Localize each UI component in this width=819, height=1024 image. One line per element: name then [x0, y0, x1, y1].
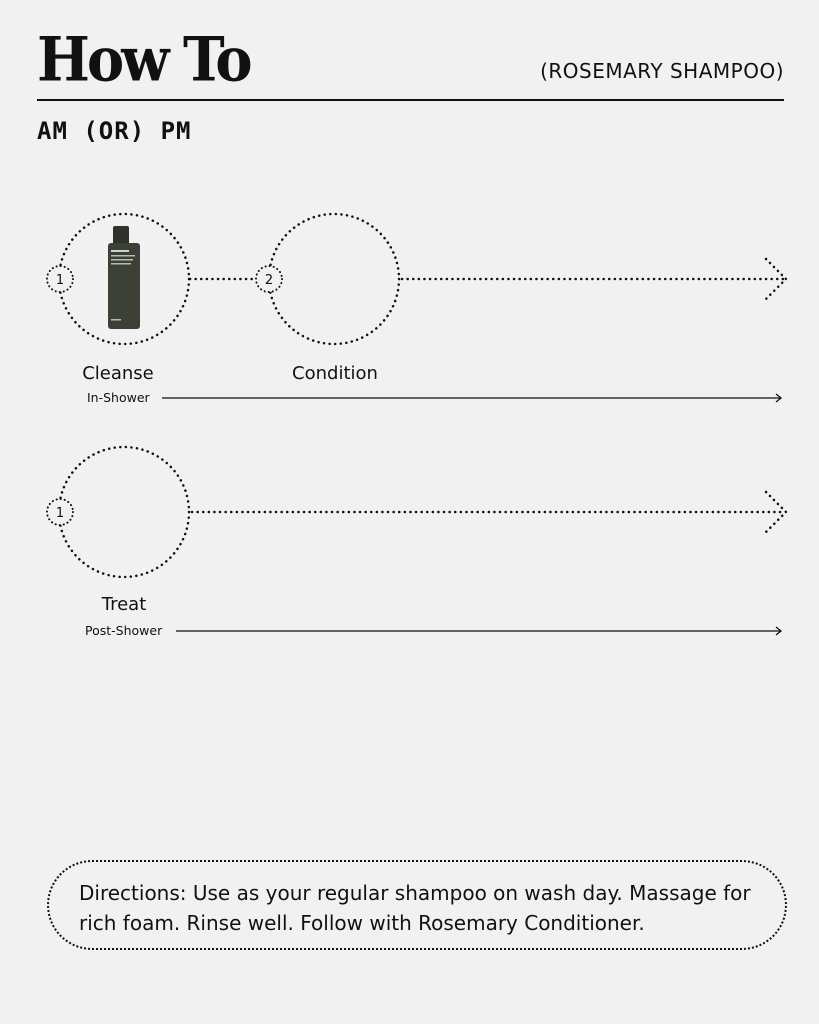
- shampoo-bottle-image: [108, 226, 140, 329]
- step-number-2: 2: [265, 273, 273, 288]
- arrowhead-icon: [764, 490, 788, 534]
- header-divider: [37, 99, 784, 101]
- arrow-right-icon: [775, 393, 783, 403]
- step-label-treat: Treat: [101, 594, 147, 615]
- arrow-right-icon: [775, 626, 783, 636]
- arrowhead-icon: [764, 257, 788, 301]
- context-label-post-shower: Post-Shower: [85, 623, 163, 638]
- step-label-cleanse: Cleanse: [82, 363, 154, 384]
- step-number-1: 1: [56, 506, 64, 521]
- directions-box: Directions: Use as your regular shampoo …: [47, 860, 787, 950]
- step-number-badge: 1: [46, 498, 74, 526]
- step-circle-treat: [57, 445, 191, 579]
- step-circle-condition: [267, 212, 401, 346]
- directions-text: Directions: Use as your regular shampoo …: [79, 881, 751, 935]
- step-label-condition: Condition: [292, 363, 378, 384]
- product-name: (ROSEMARY SHAMPOO): [540, 59, 784, 83]
- step-number-badge: 2: [255, 265, 283, 293]
- step-number-1: 1: [56, 273, 64, 288]
- time-of-day: AM (OR) PM: [37, 117, 192, 145]
- step-number-badge: 1: [46, 265, 74, 293]
- page-title: How To: [37, 24, 253, 96]
- context-label-in-shower: In-Shower: [87, 390, 150, 405]
